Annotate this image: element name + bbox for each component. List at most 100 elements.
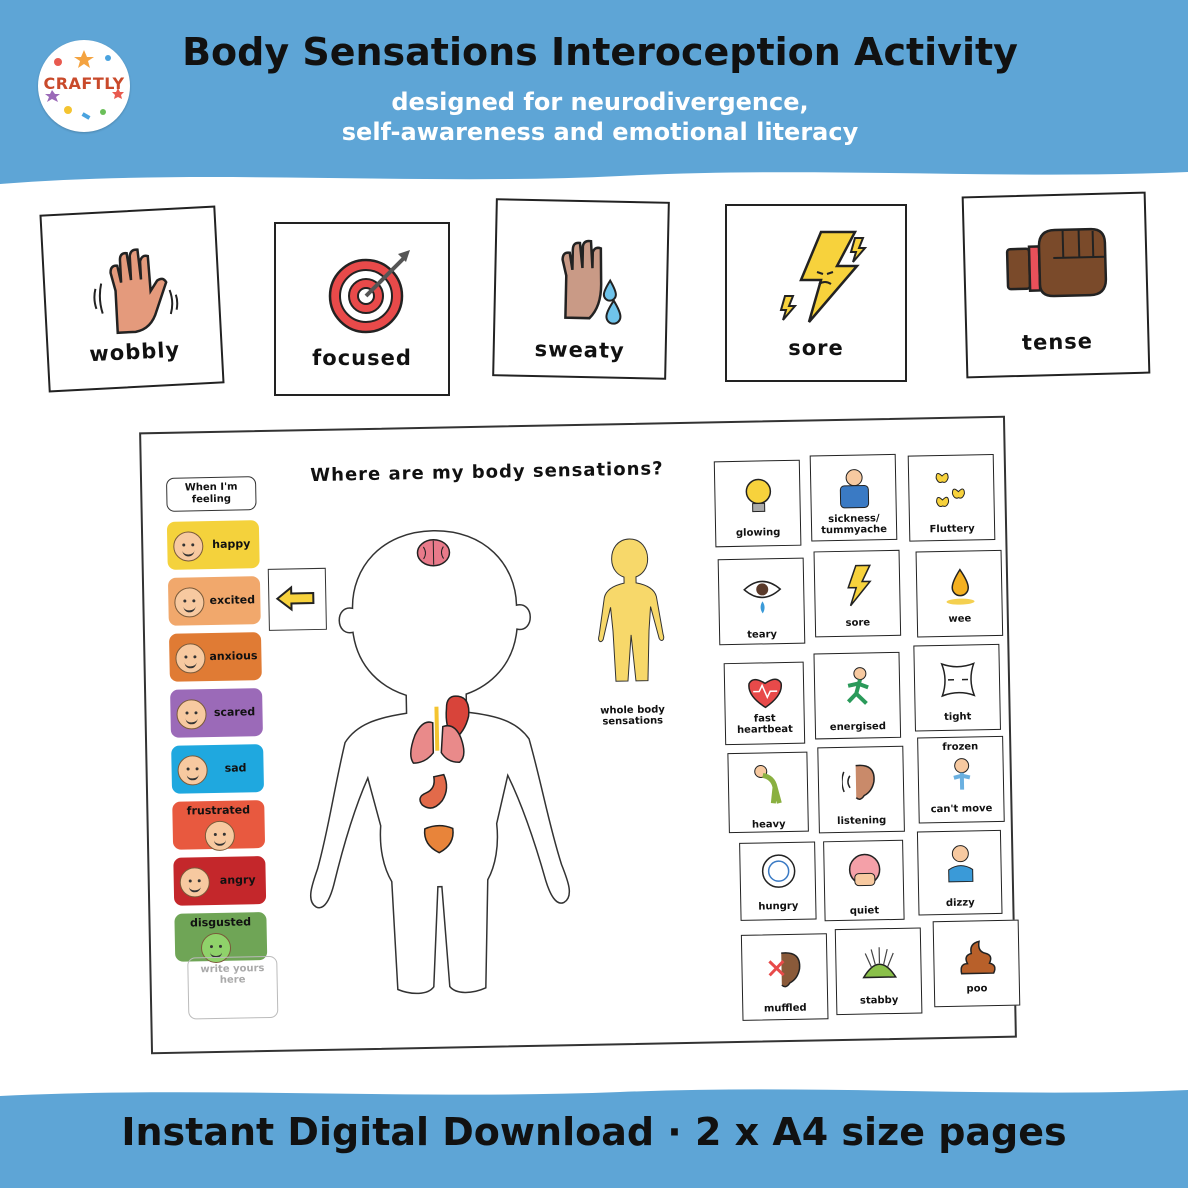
sensation-sore: sore (813, 549, 902, 638)
sensation-heavy: heavy (727, 751, 809, 834)
emotion-label: scared (213, 705, 256, 719)
page-title: Body Sensations Interoception Activity (182, 30, 1018, 74)
emotion-label: angry (219, 873, 256, 887)
sensation-wee: wee (915, 549, 1004, 638)
top-banner (0, 0, 1188, 184)
ear-icon (841, 764, 875, 800)
pincushion-icon (862, 947, 898, 979)
lightbulb-icon (745, 478, 772, 513)
sensation-stabby: stabby (834, 927, 923, 1016)
butterflies-icon (935, 472, 965, 507)
sensation-label: stabby (859, 994, 899, 1007)
sensation-label: poo (966, 983, 988, 995)
sensation-label: fast heartbeat (736, 713, 793, 736)
wobbly-hand-icon (93, 248, 179, 335)
happy-face-icon (173, 531, 204, 562)
emotion-angry: angry (173, 856, 267, 906)
sensation-label: muffled (763, 1002, 807, 1015)
target-icon (328, 250, 410, 334)
running-person-icon (846, 667, 869, 705)
sensation-label: tight (943, 711, 972, 723)
sensation-tight: tight (913, 643, 1001, 732)
subtitle-line-1: designed for neurodivergence, (391, 88, 809, 116)
excited-face-icon (174, 587, 205, 618)
brain-icon (416, 538, 451, 567)
sensation-dizzy: dizzy (916, 829, 1003, 916)
card-sweaty: sweaty (492, 198, 670, 380)
scared-face-icon (176, 699, 207, 730)
dizzy-person-icon (948, 845, 974, 883)
emotion-label: happy (212, 537, 251, 551)
stomach-icon (419, 773, 448, 809)
lightning-icon (847, 564, 872, 607)
frustrated-face-icon (204, 820, 236, 852)
sensation-label: hungry (758, 900, 799, 913)
card-focused: focused (274, 222, 450, 396)
quiet-face-icon (848, 853, 881, 887)
sensation-label: energised (829, 721, 887, 734)
lungs-icon (410, 706, 465, 764)
sensation-muffled: muffled (740, 933, 829, 1021)
confetti-icon (45, 50, 124, 120)
plate-icon (761, 854, 796, 888)
emotion-label: sad (224, 761, 247, 775)
sensation-label: frozen (942, 741, 979, 754)
card-label: sweaty (534, 337, 625, 363)
emotion-happy: happy (166, 520, 260, 570)
worksheet-preview: Where are my body sensations? When I'm f… (139, 415, 1021, 1055)
emotion-anxious: anxious (168, 632, 262, 682)
sensation-poo: poo (932, 919, 1021, 1008)
fist-icon (1005, 227, 1108, 298)
sad-face-icon (177, 755, 208, 786)
emotion-label: disgusted (189, 915, 252, 930)
frozen-person-icon (953, 758, 971, 790)
bladder-icon (423, 824, 454, 854)
body-outline (309, 529, 571, 995)
muffled-ear-icon (768, 952, 801, 988)
subtitle-line-2: self-awareness and emotional literacy (341, 118, 859, 146)
card-label: focused (312, 346, 412, 370)
emotion-disgusted: disgusted (174, 912, 268, 964)
write-yours-field[interactable]: write yours here (187, 955, 279, 1020)
craftly-logo: CRAFTLY (38, 40, 130, 132)
sensation-fast-heartbeat: fast heartbeat (723, 661, 806, 746)
whole-body-icon (598, 538, 665, 682)
sensation-quiet: quiet (823, 839, 905, 922)
sensation-label: sore (845, 617, 871, 629)
emotion-label: frustrated (186, 803, 251, 818)
sensation-label: sickness/ tummyache (821, 513, 888, 537)
sensation-listening: listening (817, 745, 905, 834)
droplet-icon (946, 568, 975, 605)
card-wobbly: wobbly (39, 205, 225, 393)
logo-text: CRAFTLY (43, 74, 125, 93)
emotion-label: excited (209, 593, 256, 608)
sensation-energised: energised (813, 651, 902, 740)
emotion-scared: scared (170, 688, 263, 738)
lightning-icon (779, 230, 868, 323)
sensation-label: dizzy (945, 897, 975, 909)
bottom-banner (0, 1089, 1188, 1188)
tummyache-icon (839, 469, 870, 509)
sensation-label: glowing (735, 527, 781, 539)
sensation-tummyache: sickness/ tummyache (809, 453, 898, 542)
card-tense: tense (961, 191, 1151, 379)
sensation-label: listening (836, 815, 887, 828)
angry-face-icon (179, 867, 211, 898)
emotion-label: anxious (209, 649, 258, 664)
tight-icon (940, 662, 976, 698)
worksheet-title: Where are my body sensations? (310, 458, 664, 487)
card-label: tense (1021, 329, 1094, 355)
arrow-left-icon (275, 585, 315, 612)
teary-eye-icon (743, 580, 782, 614)
heartbeat-icon (748, 678, 783, 709)
sensation-label: heavy (751, 819, 786, 831)
sensation-label: teary (747, 629, 778, 641)
sensation-fluttery: Fluttery (907, 453, 996, 542)
sensation-hungry: hungry (739, 841, 817, 921)
card-sore: sore (725, 204, 907, 382)
whole-body-label: whole body sensations (600, 704, 665, 728)
arrow-card (267, 567, 327, 631)
sensation-label-2: can't move (930, 803, 993, 816)
poo-icon (960, 940, 996, 975)
emotion-sad: sad (171, 744, 265, 794)
